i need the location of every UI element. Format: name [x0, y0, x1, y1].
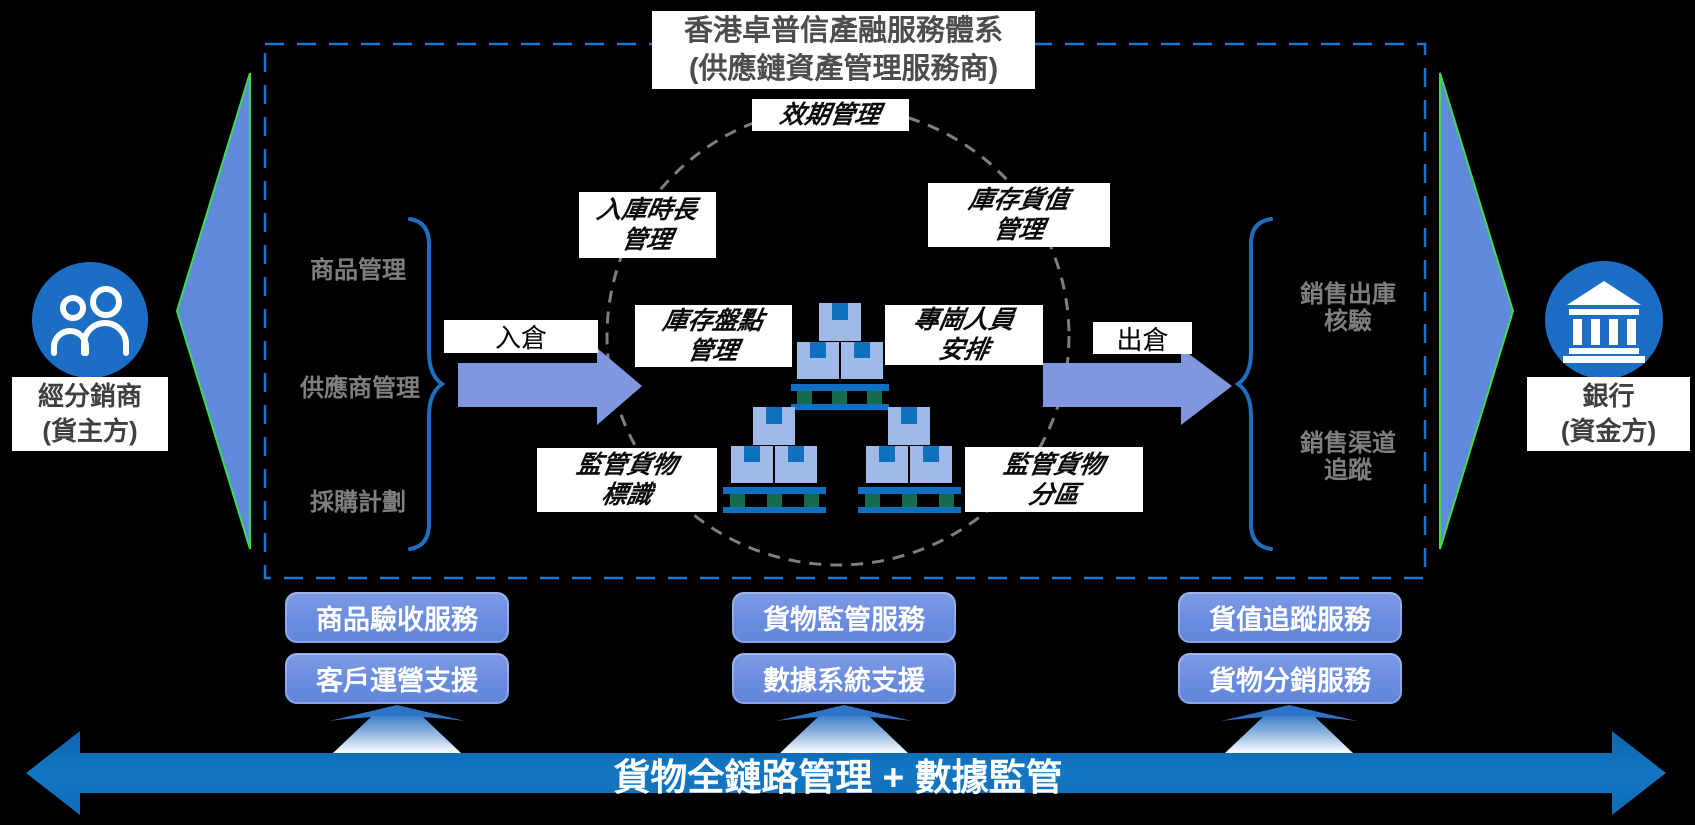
outbound-label: 出倉: [1093, 322, 1192, 355]
service-label: 貨物分銷服務: [1209, 666, 1371, 696]
circle-label-supervised-goods-zoning: 監管貨物 分區: [965, 447, 1143, 512]
service-label: 數據系統支援: [763, 666, 925, 696]
bottom-double-arrow: [26, 731, 1666, 815]
people-icon: [32, 262, 148, 378]
beam-middle: [776, 705, 912, 753]
outbound-arrow: [1043, 348, 1232, 425]
service-label: 商品驗收服務: [316, 605, 478, 635]
circle-label-dedicated-staff: 專崗人員 安排: [885, 305, 1043, 365]
system-title-line1: 香港卓普信產融服務體系: [683, 15, 1003, 47]
right-entity-label: 銀行 (資金方): [1527, 377, 1690, 451]
right-group-item-line: 銷售渠道: [1300, 430, 1396, 457]
circle-label-supervised-goods-marking: 監管貨物 標識: [537, 448, 717, 512]
service-label: 貨值追蹤服務: [1209, 605, 1371, 635]
beam-left: [329, 705, 465, 753]
circle-label-text: 管理: [991, 216, 1047, 244]
inbound-label: 入倉: [444, 320, 598, 353]
circle-label-expiry-management: 效期管理: [752, 99, 909, 131]
left-entity-name: 經分銷商: [37, 381, 142, 411]
circle-label-text: 專崗人員: [911, 306, 1017, 334]
circle-label-text: 管理: [686, 337, 741, 365]
pallet-stack-top: [791, 303, 889, 410]
right-group-item-line: 追蹤: [1324, 457, 1372, 484]
inbound-arrow: [458, 348, 642, 425]
circle-label-inventory-value: 庫存貨值 管理: [928, 183, 1110, 247]
system-title-line2: (供應鏈資產管理服務商): [688, 53, 999, 85]
service-box-goods-supervision: 貨物監管服務: [732, 592, 956, 643]
left-entity-label: 經分銷商 (貨主方): [12, 377, 168, 451]
service-label: 客戶運營支援: [316, 666, 478, 696]
warehouse-dashed-circle: [605, 105, 1071, 567]
service-box-customer-operations: 客戶運營支援: [285, 653, 509, 704]
service-box-value-tracking: 貨值追蹤服務: [1178, 592, 1402, 643]
pallet-stack-bottom-right: [858, 407, 961, 513]
circle-label-text: 庫存盤點: [661, 307, 766, 335]
service-box-data-system-support: 數據系統支援: [732, 653, 956, 704]
circle-label-text: 監管貨物: [574, 451, 680, 479]
circle-label-text: 效期管理: [778, 101, 883, 129]
service-box-goods-distribution: 貨物分銷服務: [1178, 653, 1402, 704]
left-entity-role: (貨主方): [42, 416, 138, 446]
right-entity-role: (資金方): [1560, 416, 1657, 446]
left-group-item-supplier-management: 供應商管理: [300, 375, 420, 402]
bank-icon: [1545, 261, 1663, 379]
right-brace: [1234, 217, 1273, 551]
bottom-bar-label: 貨物全鏈路管理 + 數據監管: [613, 756, 1063, 798]
service-label: 貨物監管服務: [763, 605, 925, 635]
beam-right: [1221, 705, 1357, 753]
left-funnel-triangle: [175, 72, 251, 550]
right-group-item-outbound-verification: 銷售出庫 核驗: [1283, 281, 1413, 335]
circle-label-text: 管理: [620, 226, 675, 254]
circle-label-stocktaking: 庫存盤點 管理: [635, 305, 792, 367]
circle-label-text: 標識: [599, 481, 655, 509]
right-funnel-triangle: [1439, 72, 1515, 550]
circle-label-storage-duration: 入庫時長 管理: [579, 192, 716, 258]
circle-label-text: 監管貨物: [1001, 450, 1107, 479]
circle-label-text: 分區: [1026, 480, 1082, 509]
left-group-item-goods-management: 商品管理: [310, 257, 406, 284]
pallet-stack-bottom-left: [723, 407, 826, 513]
service-box-goods-acceptance: 商品驗收服務: [285, 592, 509, 643]
circle-label-text: 庫存貨值: [966, 186, 1072, 214]
right-group-item-line: 銷售出庫: [1300, 281, 1396, 308]
left-brace: [408, 217, 446, 551]
right-group-item-line: 核驗: [1324, 308, 1372, 335]
system-title-box: 香港卓普信產融服務體系 (供應鏈資產管理服務商): [652, 11, 1035, 89]
right-group-item-sales-channel-tracking: 銷售渠道 追蹤: [1283, 430, 1413, 484]
circle-label-text: 安排: [936, 336, 992, 364]
right-entity-name: 銀行: [1582, 381, 1635, 411]
circle-label-text: 入庫時長: [595, 196, 700, 224]
left-group-item-procurement-plan: 採購計劃: [310, 489, 406, 516]
